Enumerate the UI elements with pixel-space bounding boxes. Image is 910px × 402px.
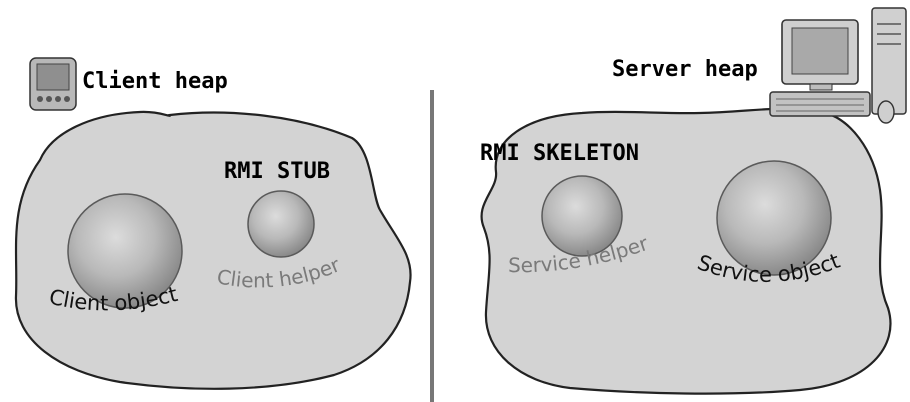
client-heap-title: Client heap xyxy=(82,69,228,94)
rmi-stub-label: RMI STUB xyxy=(224,159,330,184)
client-helper-sphere xyxy=(248,191,314,257)
rmi-skeleton-label: RMI SKELETON xyxy=(480,141,639,166)
pda-icon xyxy=(30,58,76,110)
server-heap-title: Server heap xyxy=(612,57,758,82)
desktop-computer-icon xyxy=(770,8,906,123)
